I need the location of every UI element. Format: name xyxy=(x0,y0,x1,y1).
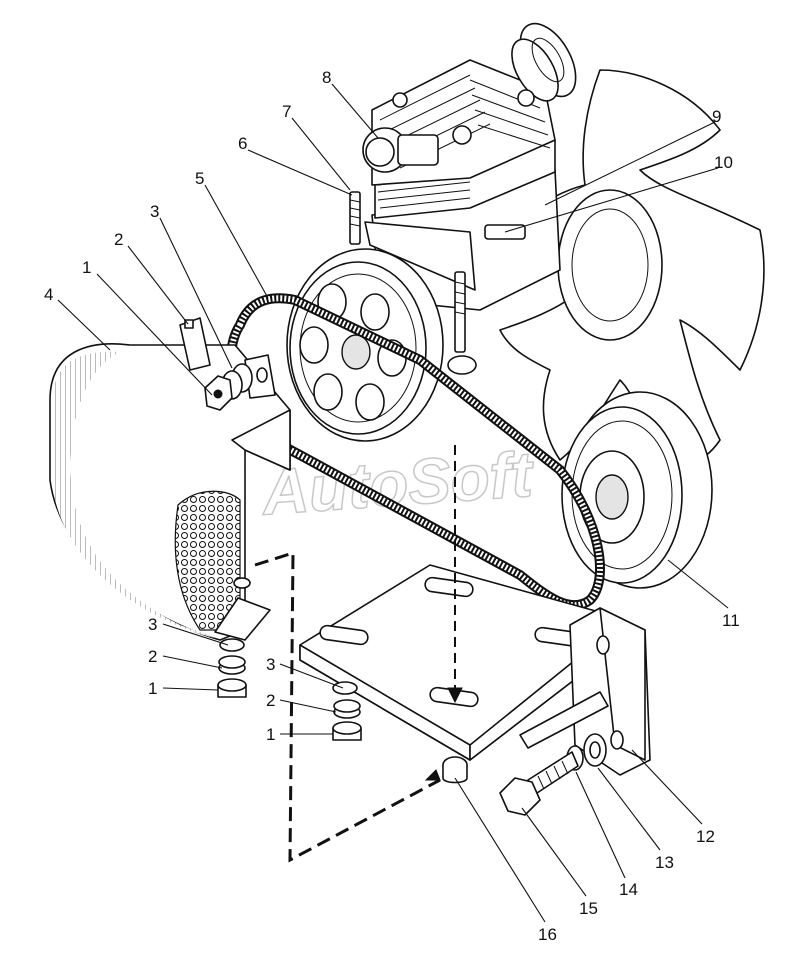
callout-12: 12 xyxy=(696,827,715,846)
callout-1-center: 1 xyxy=(266,725,275,744)
callout-3-upper: 3 xyxy=(150,202,159,221)
callout-7: 7 xyxy=(282,102,291,121)
left-fastener-stack xyxy=(217,638,247,698)
belt-guard xyxy=(49,317,291,641)
callout-3-left: 3 xyxy=(148,615,157,634)
compressor-pulley xyxy=(286,248,444,442)
callout-15: 15 xyxy=(579,899,598,918)
callout-10: 10 xyxy=(714,153,733,172)
leader-lines xyxy=(57,83,729,923)
adjusting-bolt-assembly xyxy=(499,733,607,816)
callout-3-center: 3 xyxy=(266,655,275,674)
callout-11: 11 xyxy=(722,611,740,630)
tension-bracket xyxy=(519,607,651,776)
callout-2-left: 2 xyxy=(148,647,157,666)
center-fastener-stack xyxy=(332,681,362,741)
callout-2-center: 2 xyxy=(266,691,275,710)
callout-5: 5 xyxy=(195,169,204,188)
callout-1-left: 1 xyxy=(148,679,157,698)
callout-13: 13 xyxy=(655,853,674,872)
callout-2-upper: 2 xyxy=(114,230,123,249)
assembly-paths xyxy=(254,445,463,863)
callout-4: 4 xyxy=(44,285,53,304)
callout-16: 16 xyxy=(538,925,557,944)
callout-6: 6 xyxy=(238,134,247,153)
callout-labels: 1 2 3 4 5 6 7 8 9 10 11 12 13 14 15 16 3… xyxy=(44,68,740,944)
callout-8: 8 xyxy=(322,68,331,87)
callout-9: 9 xyxy=(712,107,721,126)
callout-1-upper: 1 xyxy=(82,258,91,277)
mounting-studs xyxy=(349,191,477,375)
guard-top-fasteners xyxy=(204,363,253,411)
callout-14: 14 xyxy=(619,880,638,899)
spacer-bushing xyxy=(442,756,468,784)
